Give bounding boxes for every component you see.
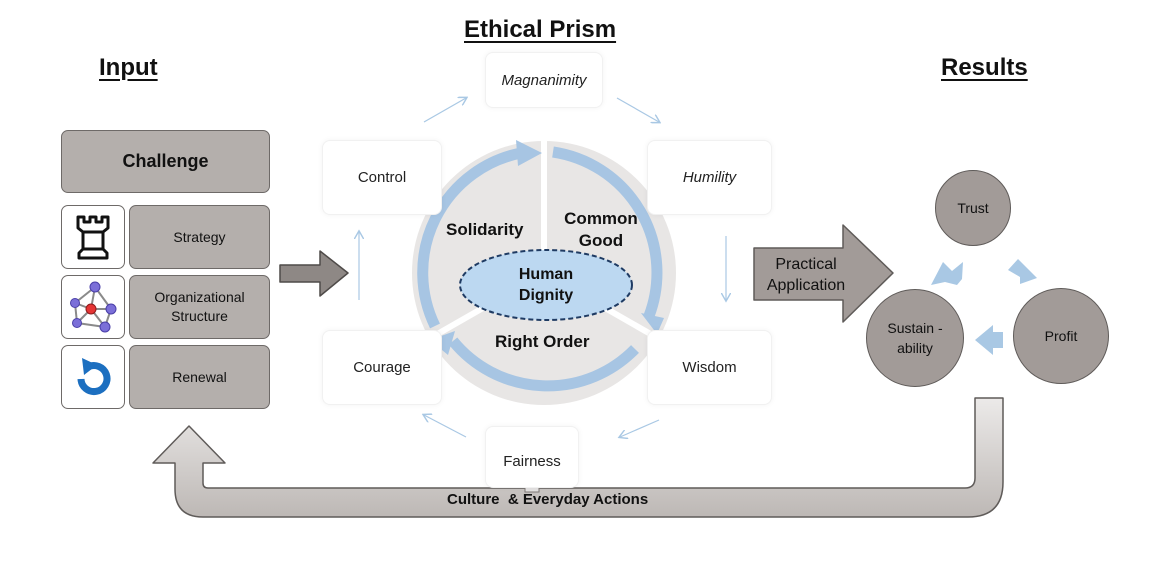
- practical-application-label: Practical Application: [754, 254, 858, 296]
- ethical-prism-heading: Ethical Prism: [464, 16, 617, 43]
- virtue-courage: Courage: [322, 330, 442, 405]
- virtue-humility: Humility: [647, 140, 772, 215]
- common-good-line1: Common: [564, 209, 638, 228]
- common-good-line2: Good: [578, 231, 624, 250]
- practical-application-line1: Practical: [775, 256, 837, 273]
- results-cycle-arrows: [931, 259, 1037, 355]
- human-dignity-ellipse: [459, 249, 633, 321]
- result-trust: Trust: [935, 170, 1011, 246]
- virtue-wisdom-label: Wisdom: [682, 359, 737, 376]
- virtue-magnanimity: Magnanimity: [485, 52, 603, 108]
- organizational-structure-box: Organizational Structure: [129, 275, 270, 339]
- virtue-humility-label: Humility: [682, 169, 737, 186]
- virtue-cycle-arrows: [359, 98, 726, 437]
- virtue-magnanimity-label: Magnanimity: [501, 71, 587, 89]
- prism-ring: [417, 146, 663, 392]
- practical-application-line2: Application: [766, 277, 846, 294]
- practical-application-arrow: [753, 224, 894, 323]
- strategy-icon-box: [61, 205, 125, 269]
- renewal-box: Renewal: [129, 345, 270, 409]
- virtue-control-label: Control: [357, 169, 407, 186]
- structure-icon-box: [61, 275, 125, 339]
- human-dignity-line1: Human: [518, 266, 574, 283]
- challenge-label: Challenge: [122, 151, 209, 171]
- human-dignity-line2: Dignity: [518, 287, 574, 304]
- result-sustainability-line2: ability: [897, 340, 933, 356]
- virtue-courage-label: Courage: [353, 359, 411, 376]
- renewal-label: Renewal: [172, 368, 227, 385]
- result-sustainability-line1: Sustain -: [887, 320, 943, 336]
- strategy-label: Strategy: [173, 228, 226, 245]
- organizational-structure-label: Organizational Structure: [154, 289, 245, 324]
- right-order-label: Right Order: [495, 332, 590, 351]
- culture-everyday-actions-label: Culture & Everyday Actions: [447, 491, 649, 508]
- virtue-fairness-label: Fairness: [503, 453, 561, 470]
- result-trust-label: Trust: [957, 200, 989, 216]
- result-profit: Profit: [1013, 288, 1109, 384]
- result-sustainability: Sustain - ability: [866, 289, 964, 387]
- result-profit-label: Profit: [1044, 328, 1078, 344]
- challenge-box: Challenge: [61, 130, 270, 193]
- virtue-wisdom: Wisdom: [647, 330, 772, 405]
- chess-rook-icon: [76, 215, 110, 260]
- feedback-loop-arrow: [152, 397, 1004, 518]
- strategy-box: Strategy: [129, 205, 270, 269]
- results-heading: Results: [941, 54, 1028, 81]
- renewal-arrow-icon: [77, 358, 111, 396]
- renewal-icon-box: [61, 345, 125, 409]
- solidarity-label: Solidarity: [446, 220, 524, 239]
- human-dignity-label: Human Dignity: [496, 264, 596, 306]
- molecule-structure-icon: [70, 281, 117, 333]
- virtue-fairness: Fairness: [485, 426, 579, 488]
- input-to-prism-arrow: [279, 250, 349, 297]
- virtue-control: Control: [322, 140, 442, 215]
- input-heading: Input: [99, 54, 158, 81]
- common-good-label: Common Good: [553, 208, 649, 252]
